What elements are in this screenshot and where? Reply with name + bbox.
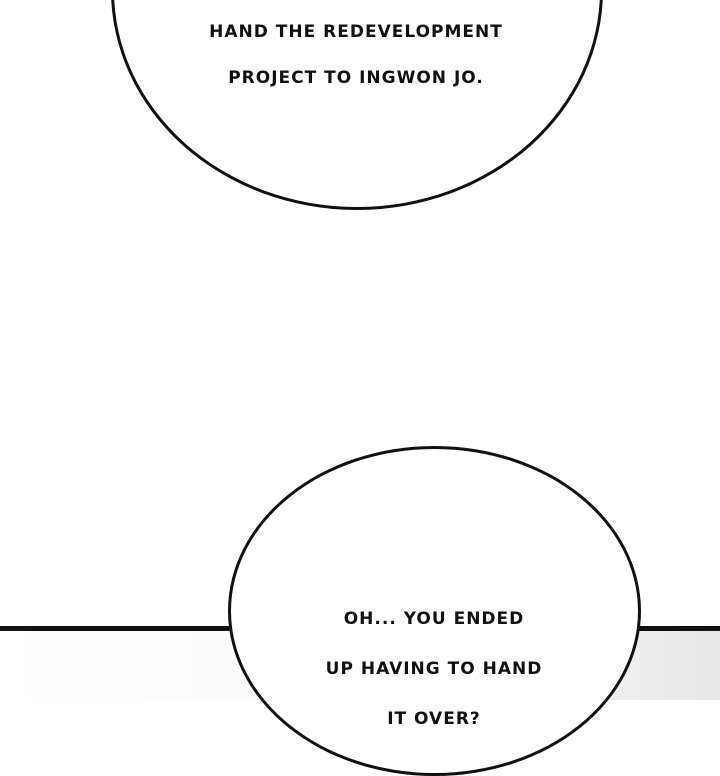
speech-text-top: HAND THE REDEVELOPMENT PROJECT TO INGWON… <box>156 0 556 113</box>
speech-line: PROJECT TO INGWON JO. <box>228 68 484 88</box>
speech-line: UP HAVING TO HAND <box>325 659 543 679</box>
speech-text-bottom: OH... YOU ENDED UP HAVING TO HAND IT OVE… <box>234 582 634 757</box>
speech-line: IT OVER? <box>387 709 481 729</box>
speech-line: HAND THE REDEVELOPMENT <box>209 22 503 42</box>
speech-line: OH... YOU ENDED <box>343 609 525 629</box>
